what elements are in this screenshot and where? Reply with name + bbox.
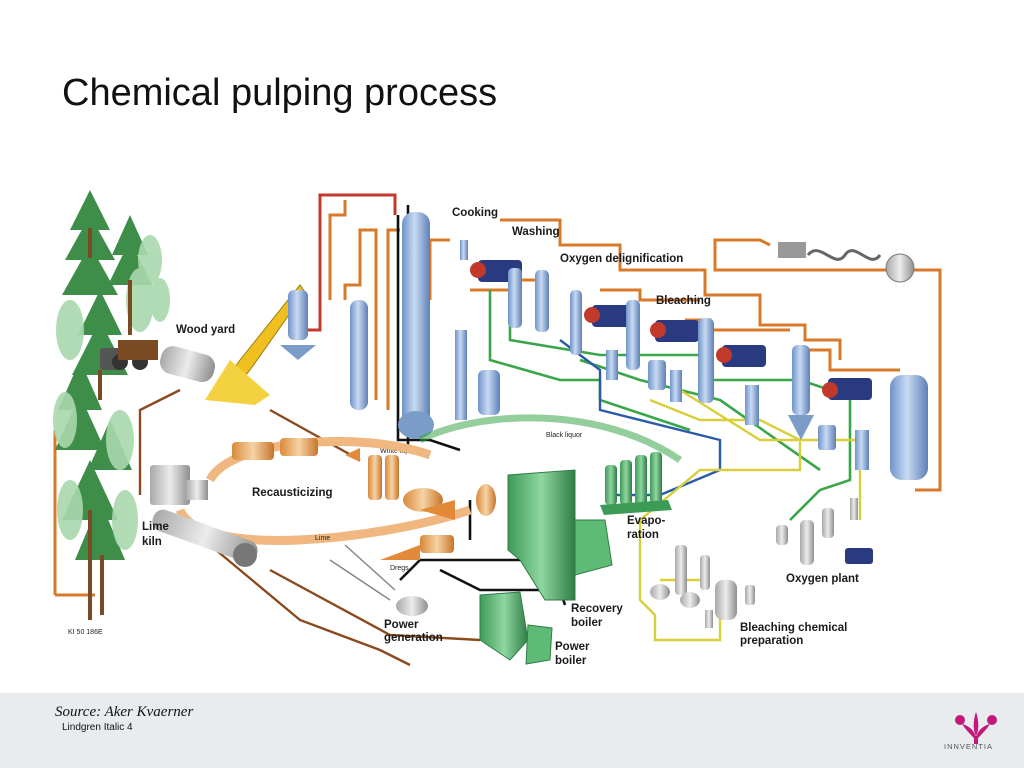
innventia-logo (955, 712, 997, 744)
footer-bar (0, 693, 1024, 768)
bleaching-chemical-plant (650, 545, 755, 628)
pipe-red (305, 193, 397, 332)
forest (53, 190, 170, 620)
wood-yard-equipment (100, 284, 316, 405)
label-bleaching-chemical-2: preparation (740, 635, 803, 647)
label-recausticizing: Recausticizing (252, 487, 333, 499)
evaporation-plant (600, 452, 672, 515)
paper-machine (778, 242, 915, 283)
label-oxygen-plant: Oxygen plant (786, 573, 859, 585)
label-wood-yard: Wood yard (176, 324, 235, 336)
black-liquor-arc (418, 414, 682, 463)
label-evaporation-1: Evapo- (627, 515, 666, 527)
washers (470, 260, 582, 355)
label-washing: Washing (512, 226, 560, 238)
label-bleaching: Bleaching (656, 295, 711, 307)
label-lime-kiln-1: Lime (142, 521, 169, 533)
label-white-liquor: White liquor (380, 448, 418, 455)
label-dregs: Dregs (390, 565, 409, 572)
oxygen-delignification-equipment (584, 300, 666, 390)
power-boiler (479, 591, 553, 665)
digester (350, 212, 500, 439)
label-power-boiler-2: boiler (555, 655, 587, 667)
label-oxygen-delignification: Oxygen delignification (560, 253, 683, 265)
label-cooking: Cooking (452, 207, 498, 219)
label-lime-kiln-2: kiln (142, 536, 162, 548)
label-power-generation-2: generation (384, 632, 443, 644)
pipe-brown (138, 388, 481, 667)
label-evaporation-2: ration (627, 529, 659, 541)
recausticizing-loop (175, 436, 496, 560)
slide-title: Chemical pulping process (62, 72, 498, 114)
label-lime: Lime (315, 535, 330, 542)
label-power-boiler-1: Power (555, 641, 590, 653)
label-bleaching-chemical-1: Bleaching chemical (740, 622, 847, 634)
source-caption: Source: Aker Kvaerner (55, 704, 194, 720)
bleaching-stages (650, 318, 928, 480)
diagram-code: KI 50 186E (68, 629, 103, 636)
oxygen-plant (776, 498, 873, 565)
label-recovery-boiler-2: boiler (571, 617, 603, 629)
label-recovery-boiler-1: Recovery (571, 603, 623, 615)
lime-kiln (150, 465, 258, 567)
recovery-boiler (507, 469, 613, 601)
brand-name: INNVENTIA (944, 742, 994, 751)
author-caption: Lindgren Italic 4 (62, 722, 133, 733)
label-power-generation-1: Power (384, 619, 419, 631)
power-generation-turbine (329, 544, 428, 616)
label-black-liquor: Black liquor (546, 432, 583, 439)
